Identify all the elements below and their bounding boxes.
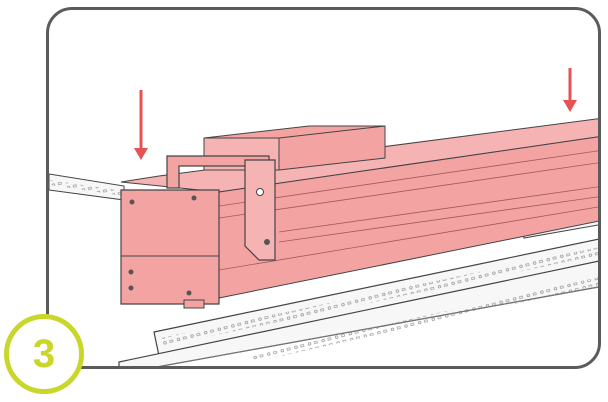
down-arrow-icon	[134, 90, 148, 160]
step-number: 3	[32, 332, 56, 376]
installation-illustration	[49, 68, 598, 366]
down-arrow-icon	[563, 68, 577, 112]
light-fixture	[120, 118, 598, 309]
step-number-badge: 3	[4, 314, 84, 394]
front-rail	[118, 260, 598, 366]
illustration-frame	[46, 7, 601, 369]
